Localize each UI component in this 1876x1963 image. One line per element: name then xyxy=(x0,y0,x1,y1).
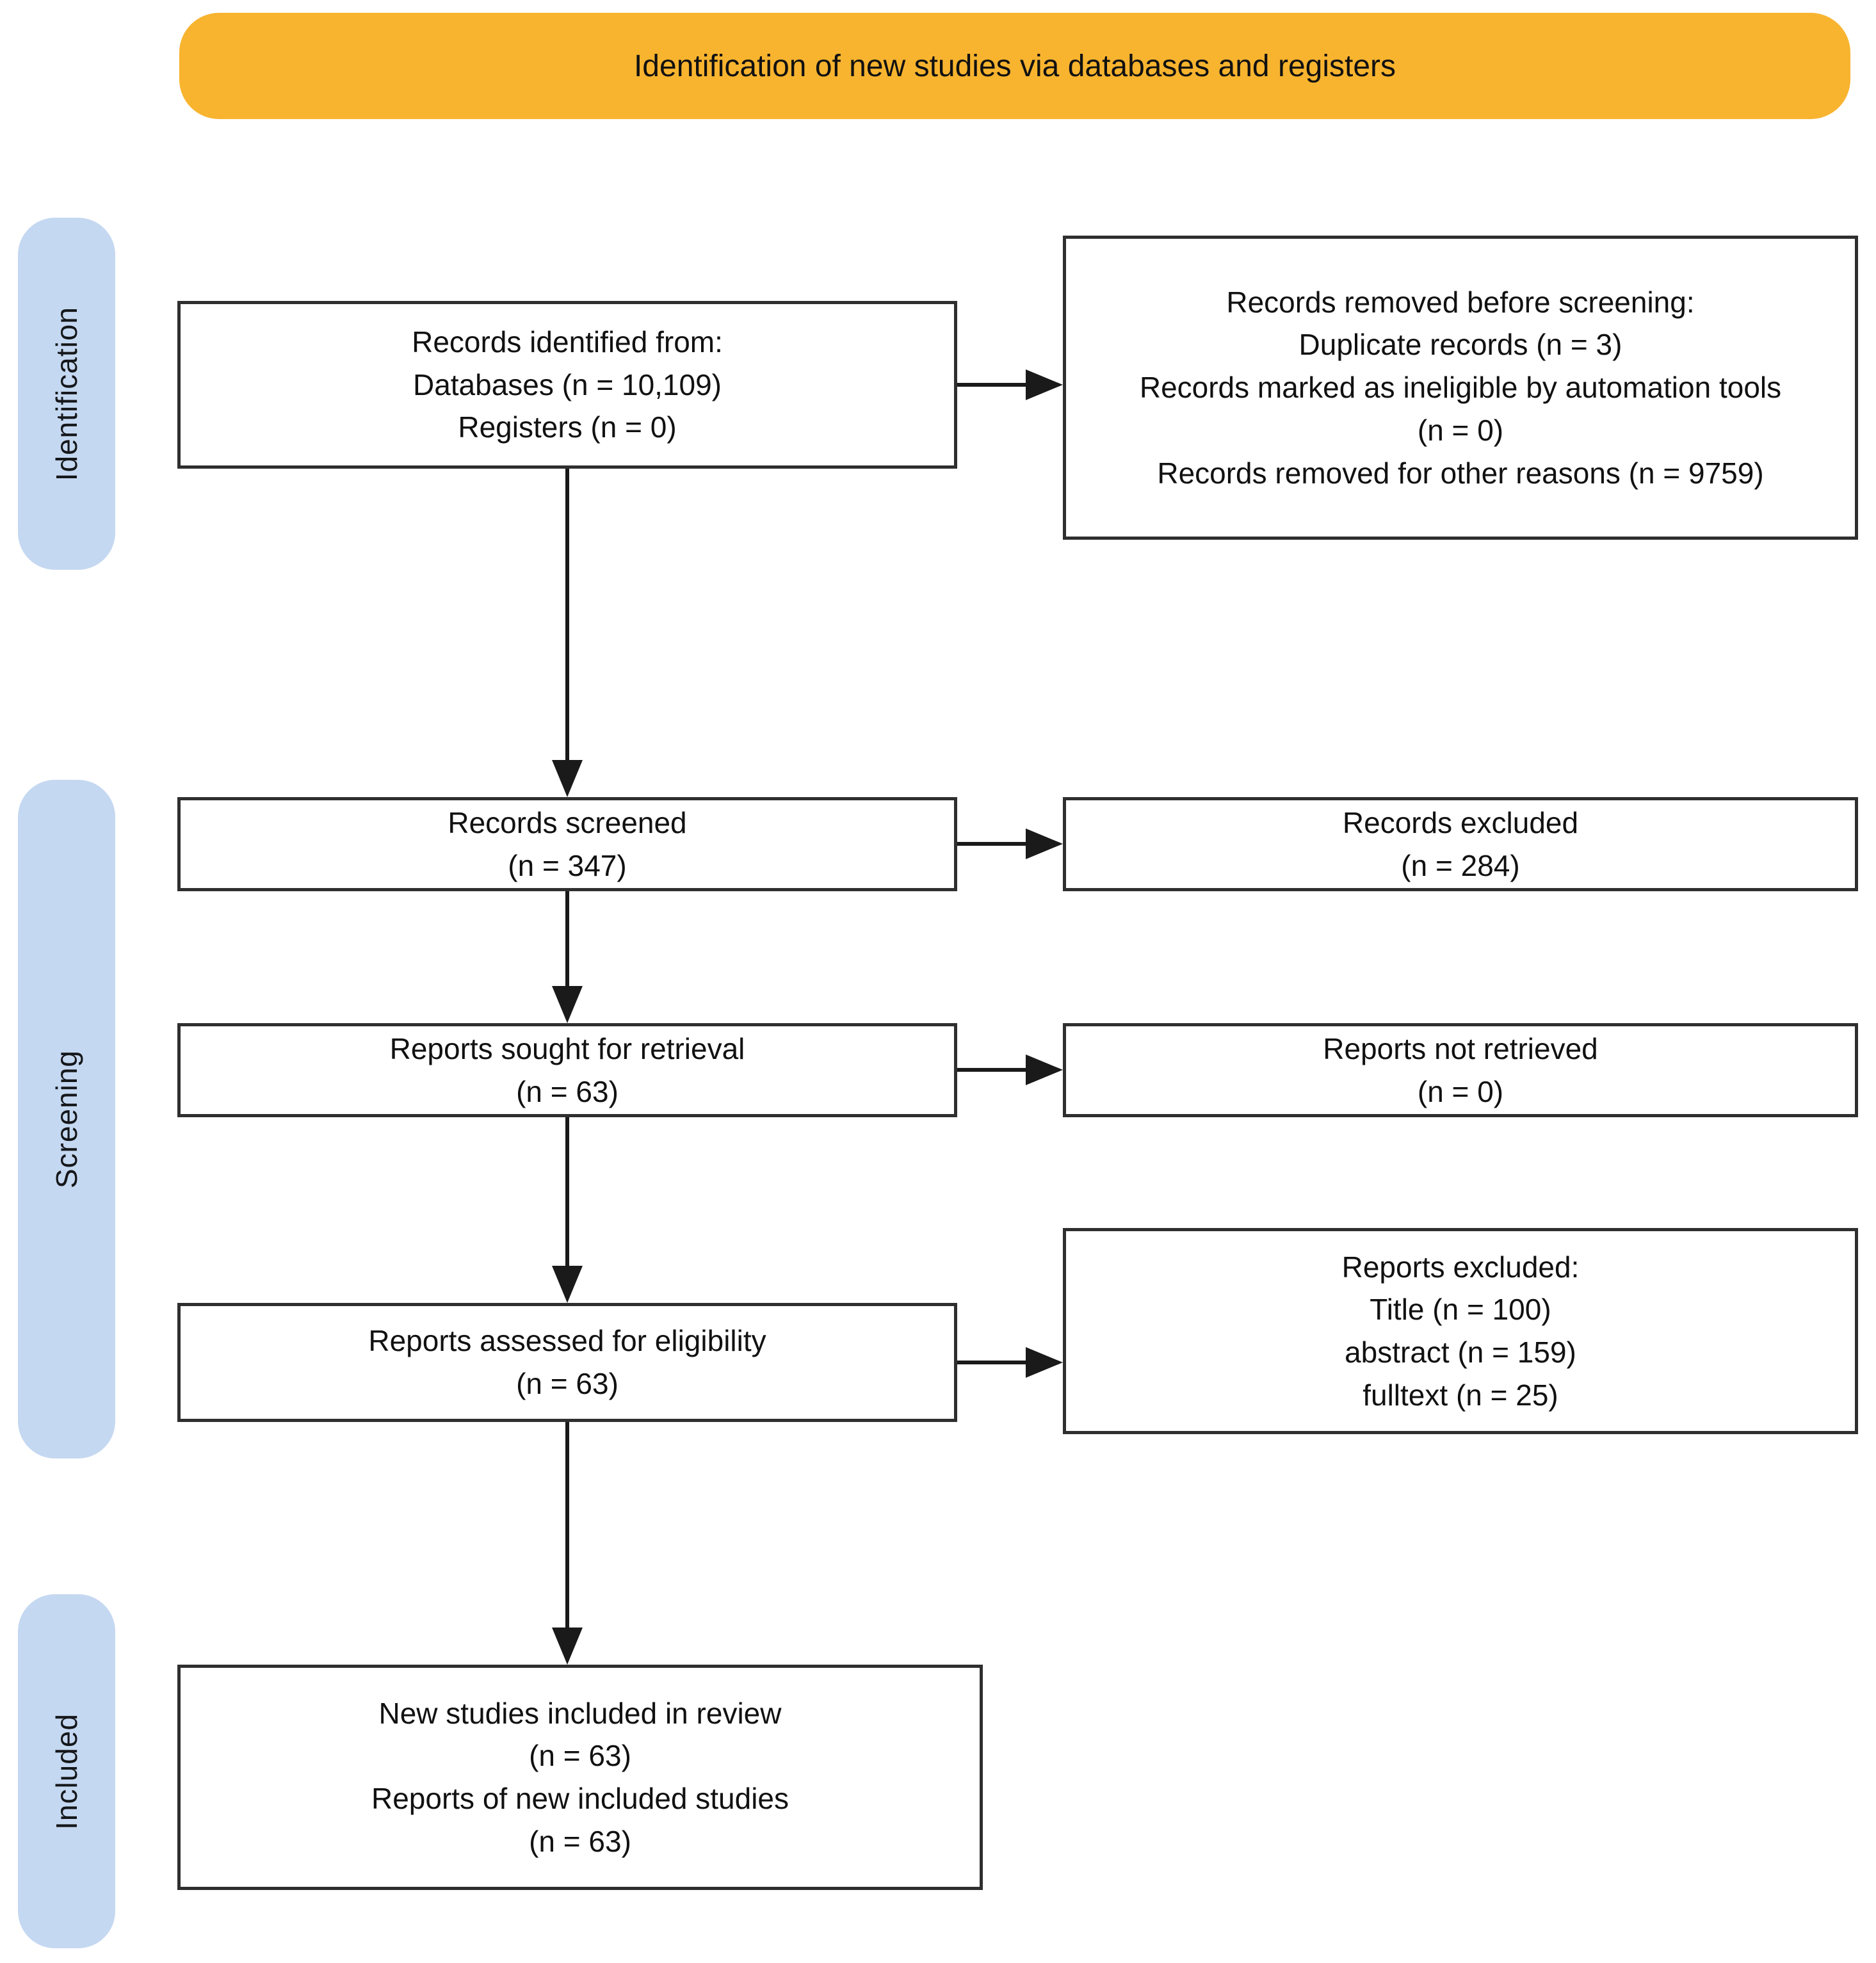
arrow-assessed-to-reports-excluded-line xyxy=(957,1361,1031,1364)
arrow-screened-to-sought-line xyxy=(565,891,569,986)
arrow-identified-to-screened-head xyxy=(552,760,583,797)
arrow-assessed-to-reports-excluded-head xyxy=(1026,1347,1063,1378)
box-reports-assessed-text: Reports assessed for eligibility (n = 63… xyxy=(368,1324,766,1400)
box-reports-sought: Reports sought for retrieval (n = 63) xyxy=(177,1023,957,1117)
box-records-removed-text: Records removed before screening: Duplic… xyxy=(1139,285,1782,490)
stage-label-identification: Identification xyxy=(18,218,115,570)
box-new-studies-text: New studies included in review (n = 63) … xyxy=(371,1696,789,1858)
box-records-screened-text: Records screened (n = 347) xyxy=(448,805,687,882)
arrow-identified-to-removed-line xyxy=(957,383,1031,387)
box-records-identified-text: Records identified from: Databases (n = … xyxy=(412,325,723,444)
box-new-studies: New studies included in review (n = 63) … xyxy=(177,1665,983,1890)
box-records-identified: Records identified from: Databases (n = … xyxy=(177,301,957,469)
arrow-sought-to-not-retrieved-line xyxy=(957,1068,1031,1072)
arrow-assessed-to-included-head xyxy=(552,1628,583,1665)
arrow-identified-to-removed-head xyxy=(1026,369,1063,400)
box-records-excluded-text: Records excluded (n = 284) xyxy=(1342,805,1579,882)
box-reports-excluded: Reports excluded: Title (n = 100) abstra… xyxy=(1063,1228,1858,1434)
box-reports-not-retrieved-text: Reports not retrieved (n = 0) xyxy=(1323,1031,1598,1108)
stage-label-screening: Screening xyxy=(18,780,115,1458)
box-records-screened: Records screened (n = 347) xyxy=(177,797,957,891)
box-reports-excluded-text: Reports excluded: Title (n = 100) abstra… xyxy=(1341,1250,1580,1412)
box-reports-assessed: Reports assessed for eligibility (n = 63… xyxy=(177,1303,957,1422)
box-records-removed: Records removed before screening: Duplic… xyxy=(1063,236,1858,540)
stage-label-included-text: Included xyxy=(50,1713,83,1830)
arrow-identified-to-screened-line xyxy=(565,469,569,760)
box-reports-not-retrieved: Reports not retrieved (n = 0) xyxy=(1063,1023,1858,1117)
arrow-sought-to-assessed-line xyxy=(565,1117,569,1266)
banner: Identification of new studies via databa… xyxy=(179,13,1850,119)
banner-title: Identification of new studies via databa… xyxy=(633,49,1396,83)
arrow-screened-to-excluded-line xyxy=(957,842,1031,846)
arrow-assessed-to-included-line xyxy=(565,1422,569,1628)
arrow-screened-to-sought-head xyxy=(552,986,583,1023)
stage-label-screening-text: Screening xyxy=(50,1049,83,1189)
stage-label-included: Included xyxy=(18,1594,115,1948)
stage-label-identification-text: Identification xyxy=(50,306,83,481)
arrow-sought-to-not-retrieved-head xyxy=(1026,1054,1063,1085)
arrow-screened-to-excluded-head xyxy=(1026,828,1063,859)
box-reports-sought-text: Reports sought for retrieval (n = 63) xyxy=(389,1031,745,1108)
arrow-sought-to-assessed-head xyxy=(552,1266,583,1303)
box-records-excluded: Records excluded (n = 284) xyxy=(1063,797,1858,891)
